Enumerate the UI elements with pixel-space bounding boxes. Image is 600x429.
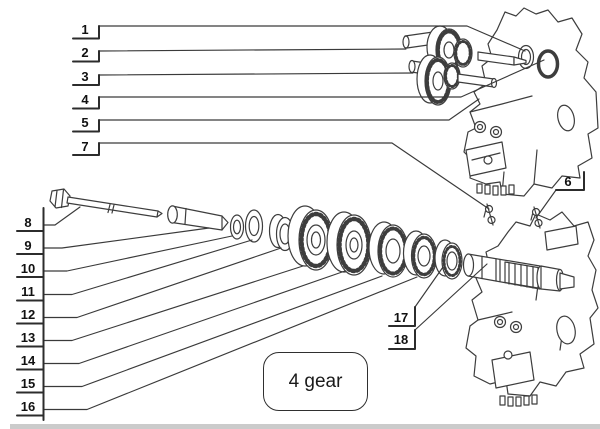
housing-flange-teeth — [476, 183, 515, 196]
washer-part — [229, 214, 245, 240]
housing-boss — [491, 351, 535, 389]
leader-line-15 — [42, 275, 383, 388]
leader-line-1 — [98, 25, 526, 52]
leader-line-7 — [98, 142, 490, 210]
pin-part — [167, 205, 229, 231]
callout-11: 11 — [21, 284, 35, 299]
callout-14: 14 — [20, 353, 36, 368]
leader-line-10 — [42, 235, 233, 272]
callout-7: 7 — [81, 138, 89, 154]
leader-line-12 — [42, 247, 282, 319]
output-shaft — [462, 253, 575, 292]
lower-gear-shaft — [408, 54, 498, 106]
callout-5: 5 — [81, 115, 89, 130]
upper-gear-shaft — [402, 25, 527, 72]
scan-edge-strip — [10, 424, 600, 429]
leader-line-17 — [414, 266, 444, 308]
gear-part-15 — [368, 221, 409, 278]
callout-15: 15 — [20, 376, 36, 391]
leader-line-4 — [98, 59, 545, 98]
transmission-housing-top — [463, 7, 599, 197]
callout-13: 13 — [20, 330, 36, 345]
callout-bracket-2 — [72, 50, 100, 63]
gear-part-14 — [326, 211, 372, 276]
callout-9: 9 — [24, 237, 32, 253]
leader-line-3 — [98, 72, 414, 76]
callout-8: 8 — [24, 214, 32, 230]
callout-2: 2 — [81, 45, 89, 60]
leader-line-2 — [98, 48, 407, 52]
leader-line-5 — [98, 98, 480, 121]
callout-6: 6 — [564, 173, 572, 189]
callout-10: 10 — [20, 260, 36, 276]
callout-bracket-5 — [72, 119, 100, 133]
housing-flange-teeth — [499, 394, 538, 407]
callout-bracket-7 — [72, 142, 100, 156]
gear-caption-box: 4 gear — [263, 352, 368, 411]
callout-17: 17 — [393, 309, 409, 325]
leader-line-13 — [42, 265, 304, 342]
bearing-part-17 — [434, 239, 463, 280]
callout-bracket-4 — [72, 96, 100, 110]
callout-16: 16 — [20, 399, 36, 414]
housing-opening — [557, 104, 575, 132]
synchro-hub-gear — [287, 205, 334, 271]
bearing-bore — [536, 49, 560, 79]
gear-caption-text: 4 gear — [288, 370, 343, 392]
gear-part-16 — [402, 230, 438, 279]
ring-part — [244, 209, 264, 243]
callout-bracket-1 — [72, 25, 100, 40]
callout-bracket-3 — [72, 74, 100, 86]
leader-line-14 — [42, 270, 346, 365]
leader-line-8 — [42, 206, 81, 226]
leader-line-9 — [42, 227, 210, 249]
bolt-part — [49, 188, 163, 218]
callout-4: 4 — [81, 92, 89, 107]
callout-bracket-6 — [555, 171, 585, 191]
leader-line-6 — [535, 189, 557, 219]
leader-line-18 — [414, 263, 488, 331]
housing-opening — [556, 315, 576, 345]
spring-clip-right — [530, 206, 543, 229]
callout-18: 18 — [393, 332, 409, 347]
callout-1: 1 — [81, 22, 89, 37]
transmission-housing-bottom — [465, 211, 599, 407]
callout-3: 3 — [81, 68, 89, 84]
callout-bracket-18 — [388, 329, 416, 350]
callout-12: 12 — [20, 307, 36, 322]
leader-line-11 — [42, 239, 253, 296]
leader-line-16 — [42, 276, 418, 411]
callout-bracket-17 — [388, 306, 416, 327]
